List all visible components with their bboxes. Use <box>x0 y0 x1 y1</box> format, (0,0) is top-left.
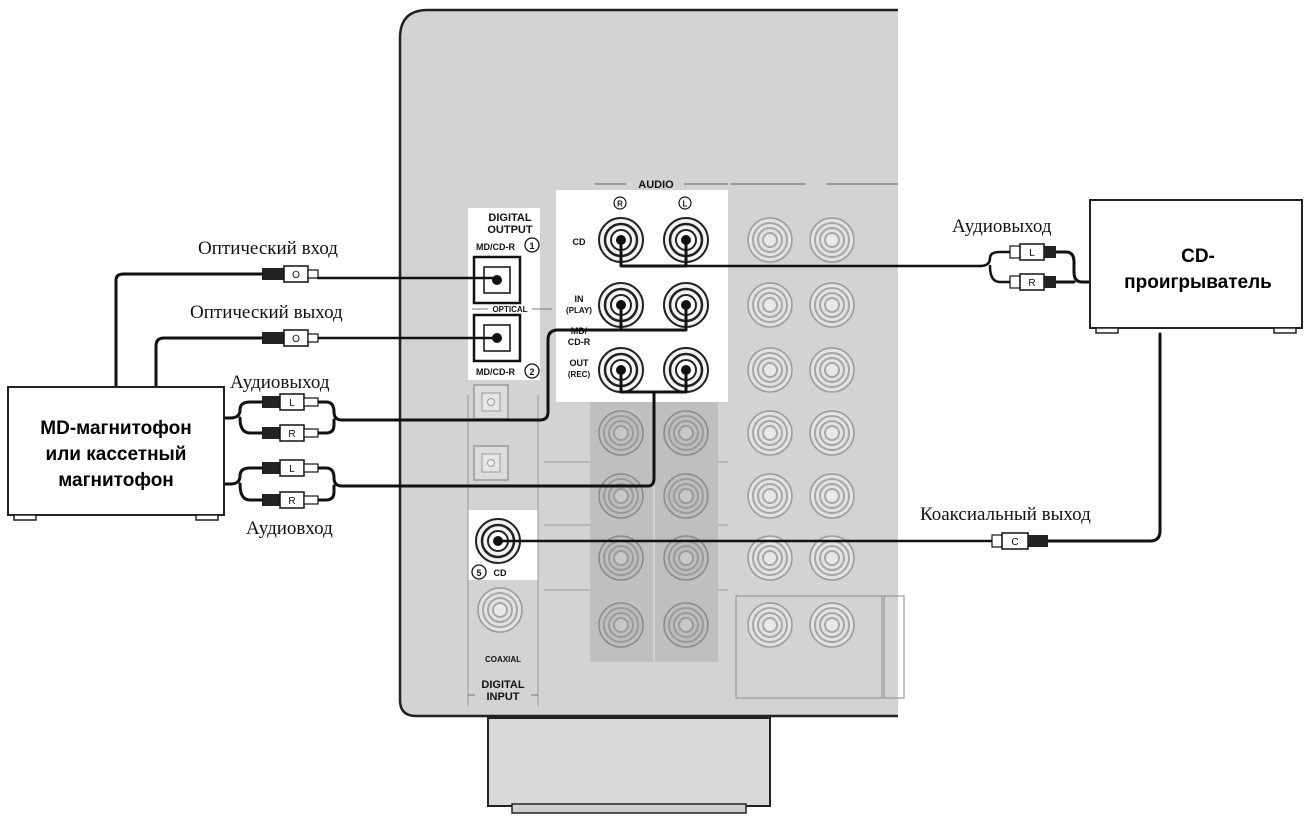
md-recorder-label-2: или кассетный <box>46 444 187 465</box>
receiver-stand <box>487 717 771 807</box>
audio-label: AUDIO <box>638 179 674 191</box>
rca-plug-out-r: R <box>262 424 319 442</box>
optical-port-unused-1 <box>473 384 509 420</box>
coax-cd-label: CD <box>494 568 507 578</box>
rca-plug-cd-r: R <box>1009 273 1056 291</box>
cd-player-label-1: CD- <box>1181 246 1215 267</box>
digital-output-label-1: DIGITAL <box>488 212 531 224</box>
md-recorder-device: MD-магнитофон или кассетный магнитофон <box>7 386 225 521</box>
row-out-label-1: OUT <box>570 358 590 368</box>
jack-grey-4 <box>663 473 709 519</box>
row-cd-label: CD <box>573 237 586 247</box>
jack-grey-1 <box>598 410 644 456</box>
cable-optical-in-right <box>316 276 499 282</box>
circled-number-2 <box>524 363 540 379</box>
jack-grey-7 <box>598 602 644 648</box>
caption-optical-out: Оптический выход <box>190 302 343 323</box>
jack-dim-10 <box>809 473 855 519</box>
circled-number-1 <box>524 237 540 253</box>
digital-output-label-2: OUTPUT <box>487 224 533 236</box>
row-md-label-2: CD-R <box>568 337 591 347</box>
jack-coaxial-unused <box>477 587 523 633</box>
cd-player-label-2: проигрыватель <box>1124 272 1272 293</box>
num-2: 2 <box>529 367 534 377</box>
coaxial-plug-letter: C <box>1011 537 1018 548</box>
jack-dim-8 <box>809 410 855 456</box>
caption-audio-out-left: Аудиовыход <box>230 372 330 393</box>
rca-plug-out-r-letter: R <box>288 429 295 440</box>
cd-player-device: CD- проигрыватель <box>1089 199 1303 334</box>
coaxial-label: COAXIAL <box>485 655 521 664</box>
jack-dim-6 <box>809 347 855 393</box>
jack-dim-14 <box>809 602 855 648</box>
cable-optical-in-left <box>114 272 264 389</box>
rca-plug-cd-l-letter: L <box>1029 248 1035 259</box>
rca-plug-out-l: L <box>262 393 319 411</box>
rca-plug-in-r-letter: R <box>288 496 295 507</box>
row-in-label-1: IN <box>575 294 584 304</box>
md-recorder-label-3: магнитофон <box>58 470 174 491</box>
digital-input-label-2: INPUT <box>487 691 520 703</box>
rca-plug-in-l: L <box>262 459 319 477</box>
channel-r-marker <box>613 196 627 210</box>
optical-plug-1: O <box>262 265 319 283</box>
jack-grey-8 <box>663 602 709 648</box>
optical-plug-2-letter: O <box>292 334 300 345</box>
optical-plug-2: O <box>262 329 319 347</box>
optical-label: OPTICAL <box>492 305 527 314</box>
jack-dim-5 <box>747 347 793 393</box>
md-cdr-2-label: MD/CD-R <box>476 367 515 377</box>
num-1: 1 <box>529 241 534 251</box>
receiver-rear-panel: DIGITAL OUTPUT MD/CD-R 1 OPTICAL MD/CD-R… <box>398 8 905 814</box>
caption-optical-in: Оптический вход <box>198 238 338 259</box>
jack-grey-6 <box>663 535 709 581</box>
caption-coaxial-out: Коаксиальный выход <box>920 504 1091 525</box>
jack-dim-13 <box>747 602 793 648</box>
jack-dim-9 <box>747 473 793 519</box>
jack-grey-2 <box>663 410 709 456</box>
jack-dim-4 <box>809 282 855 328</box>
rca-plug-cd-l: L <box>1009 243 1056 261</box>
circled-number-5 <box>471 564 487 580</box>
jack-grey-3 <box>598 473 644 519</box>
jack-dim-7 <box>747 410 793 456</box>
channel-r-label: R <box>617 200 623 209</box>
cable-optical-out-left <box>154 336 264 389</box>
rca-plug-cd-r-letter: R <box>1028 278 1035 289</box>
cables <box>114 238 1162 543</box>
plugs: O O L R L <box>262 243 1056 550</box>
coaxial-plug: C <box>991 532 1048 550</box>
md-recorder-label-1: MD-магнитофон <box>40 418 191 439</box>
jack-dim-2 <box>809 217 855 263</box>
rca-plug-in-r: R <box>262 491 319 509</box>
rca-plug-out-l-letter: L <box>289 398 295 409</box>
digital-input-label-1: DIGITAL <box>481 679 524 691</box>
md-cdr-1-label: MD/CD-R <box>476 242 515 252</box>
optical-port-unused-2 <box>473 445 509 481</box>
channel-l-label: L <box>683 200 688 209</box>
channel-l-marker <box>678 196 692 210</box>
jack-dim-12 <box>809 535 855 581</box>
jack-dim-3 <box>747 282 793 328</box>
optical-plug-1-letter: O <box>292 270 300 281</box>
row-in-label-2: (PLAY) <box>566 306 592 315</box>
num-5: 5 <box>476 568 481 578</box>
jack-dim-11 <box>747 535 793 581</box>
rca-plug-in-l-letter: L <box>289 464 295 475</box>
row-out-label-2: (REC) <box>568 370 591 379</box>
caption-audio-in-left: Аудиовход <box>246 518 333 539</box>
caption-audio-out-right: Аудиовыход <box>952 216 1052 237</box>
jack-grey-5 <box>598 535 644 581</box>
jack-dim-1 <box>747 217 793 263</box>
